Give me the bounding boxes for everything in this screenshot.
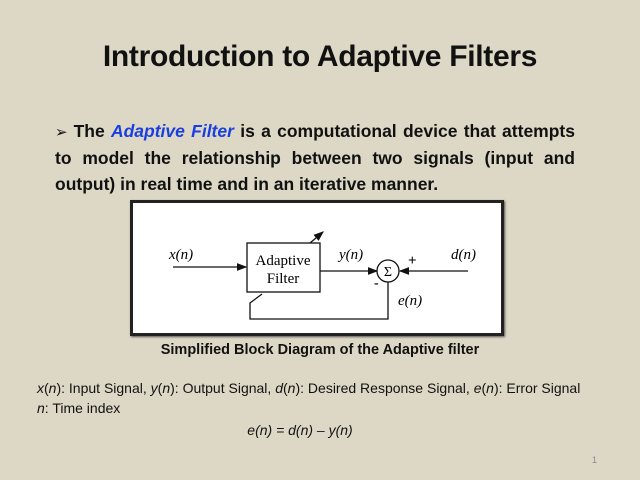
page-number: 1: [592, 455, 598, 465]
slide-title: Introduction to Adaptive Filters: [102, 40, 538, 73]
filter-label-line2: Filter: [267, 271, 300, 287]
bullet-highlight: Adaptive Filter: [110, 121, 234, 141]
error-label: e(n): [398, 293, 422, 309]
definitions-line2: n: Time index: [37, 398, 580, 418]
output-label: y(n): [337, 247, 363, 263]
adaptation-arrow: [309, 231, 324, 244]
n-symbol: n: [37, 400, 45, 416]
n-symbol: n: [48, 380, 57, 396]
y-definition: : Output Signal,: [174, 380, 276, 396]
arrow-bullet-icon: ➢: [55, 123, 68, 141]
adaptive-filter-block: [246, 242, 321, 293]
n-definition: : Time index: [44, 400, 121, 416]
n-symbol: n: [486, 380, 494, 396]
definitions-line1: x(n): Input Signal, y(n): Output Signal,…: [37, 380, 581, 396]
e-definition: : Error Signal: [498, 380, 581, 396]
desired-label: d(n): [451, 247, 476, 263]
plus-sign: +: [408, 253, 417, 269]
block-diagram: x(n) Adaptive Filter y(n) Σ + - d(n) e(n…: [130, 200, 504, 336]
d-symbol: d: [275, 380, 283, 396]
bullet-paragraph: ➢ The Adaptive Filter is a computational …: [55, 118, 575, 197]
d-definition: : Desired Response Signal,: [300, 380, 474, 396]
diagram-caption: Simplified Block Diagram of the Adaptive…: [160, 342, 480, 358]
error-equation: e(n) = d(n) – y(n): [247, 422, 353, 438]
sum-symbol: Σ: [384, 265, 392, 280]
signal-definitions: x(n): Input Signal, y(n): Output Signal,…: [37, 378, 580, 418]
bullet-text-post: is a computational device that attempts …: [55, 121, 575, 194]
bullet-text-pre: The: [73, 121, 111, 141]
n-symbol: n: [162, 380, 171, 396]
n-symbol: n: [287, 380, 296, 396]
error-feedback-line: [249, 282, 389, 320]
e-symbol: e: [473, 380, 482, 396]
y-symbol: y: [150, 380, 158, 396]
filter-label-line1: Adaptive: [256, 253, 311, 269]
x-symbol: x: [37, 380, 44, 396]
minus-sign: -: [374, 276, 379, 291]
x-definition: : Input Signal,: [61, 380, 151, 396]
input-label: x(n): [168, 247, 193, 263]
block-diagram-svg: x(n) Adaptive Filter y(n) Σ + - d(n) e(n…: [168, 231, 476, 320]
